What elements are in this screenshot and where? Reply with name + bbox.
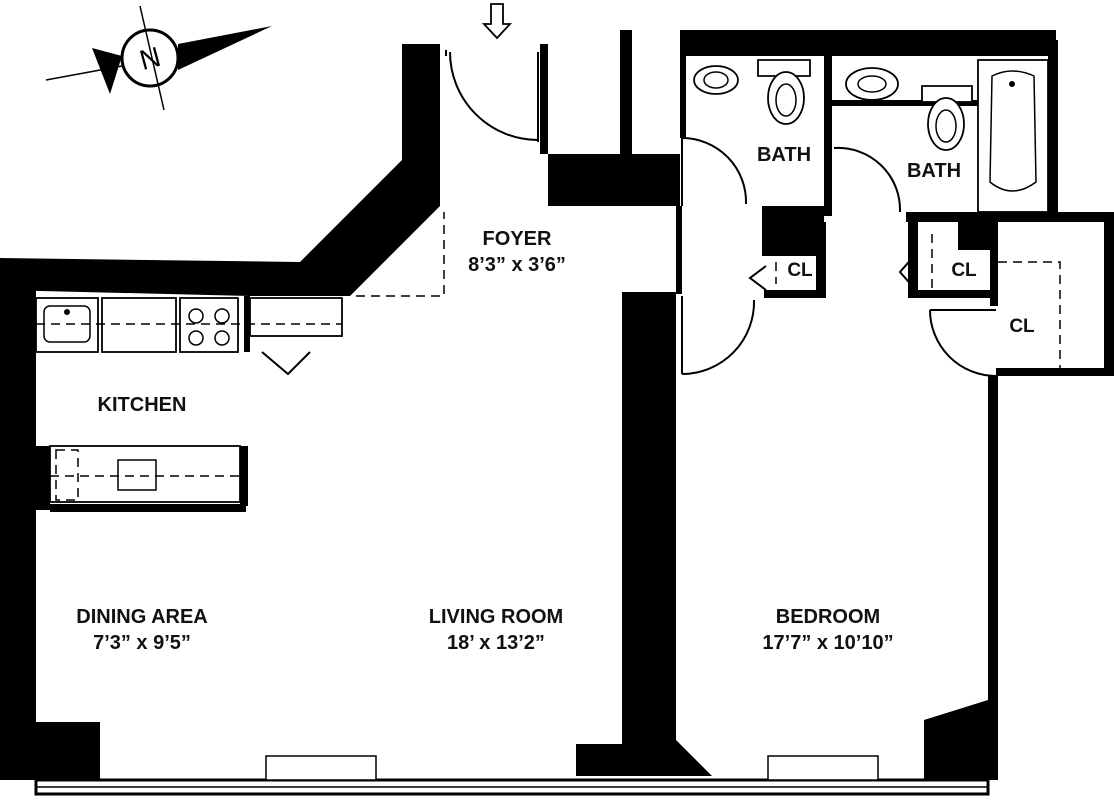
fixtures — [35, 59, 1061, 503]
kitchen-name: KITCHEN — [97, 394, 187, 416]
bedroom-label: BEDROOM 17’7” x 10’10” — [762, 604, 893, 656]
bedroom-dimensions: 17’7” x 10’10” — [762, 632, 894, 654]
bath-2-name: BATH — [906, 160, 962, 182]
closet-3-name: CL — [1009, 316, 1035, 337]
foyer-dimensions: 8’3” x 3’6” — [468, 254, 566, 276]
living-room-dimensions: 18’ x 13’2” — [447, 632, 545, 654]
bath-2-label: BATH — [907, 158, 961, 184]
dining-area-dimensions: 7’3” x 9’5” — [93, 632, 191, 654]
dining-area-label: DINING AREA 7’3” x 9’5” — [76, 604, 207, 656]
walls — [0, 30, 1114, 796]
closet-3-label: CL — [1009, 314, 1034, 340]
bath-1-name: BATH — [756, 144, 812, 166]
closet-2-name: CL — [951, 260, 977, 281]
doors — [261, 50, 997, 377]
compass-icon: N — [45, 5, 272, 111]
entry-arrow-icon — [481, 3, 513, 40]
living-room-label: LIVING ROOM 18’ x 13’2” — [429, 604, 563, 656]
bath-1-label: BATH — [757, 142, 811, 168]
dining-area-name: DINING AREA — [76, 606, 208, 628]
closet-2-label: CL — [951, 258, 976, 284]
kitchen-label: KITCHEN — [98, 392, 187, 418]
closet-1-name: CL — [787, 260, 813, 281]
window-sills — [265, 755, 879, 781]
foyer-name: FOYER — [482, 228, 552, 250]
foyer-label: FOYER 8’3” x 3’6” — [468, 226, 566, 278]
closet-1-label: CL — [787, 258, 812, 284]
bedroom-name: BEDROOM — [775, 606, 881, 628]
living-room-name: LIVING ROOM — [428, 606, 564, 628]
